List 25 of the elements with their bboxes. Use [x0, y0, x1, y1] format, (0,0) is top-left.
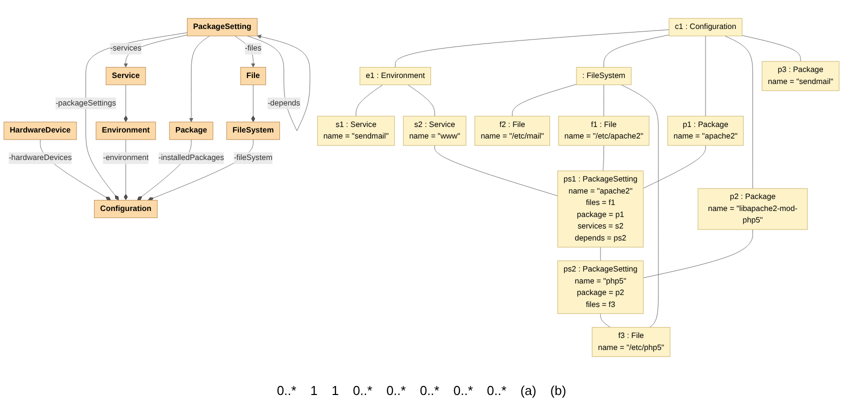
connector — [395, 29, 670, 68]
connector — [742, 35, 801, 62]
multiplicity-label: 0..* — [420, 382, 440, 398]
multiplicity-label: 0..* — [486, 382, 506, 398]
connector — [512, 84, 577, 116]
connector — [356, 84, 383, 116]
connector — [724, 36, 753, 189]
connector — [408, 84, 435, 116]
connector — [602, 145, 604, 172]
multiplicity-label: (b) — [550, 382, 566, 398]
connector — [643, 145, 706, 189]
connector — [600, 313, 610, 328]
connector — [604, 34, 670, 68]
connector — [434, 145, 558, 196]
multiplicity-label: 0..* — [386, 382, 406, 398]
connector — [705, 36, 706, 116]
multiplicity-label: 1 — [310, 382, 318, 398]
multiplicity-label: (a) — [520, 382, 536, 398]
connector — [643, 229, 753, 278]
connector — [600, 246, 601, 262]
multiplicity-label: 0..* — [453, 382, 473, 398]
multiplicity-label: 0..* — [352, 382, 372, 398]
connector — [621, 84, 659, 328]
multiplicity-label: 1 — [332, 382, 339, 398]
multiplicity-label: 0..* — [276, 382, 296, 398]
